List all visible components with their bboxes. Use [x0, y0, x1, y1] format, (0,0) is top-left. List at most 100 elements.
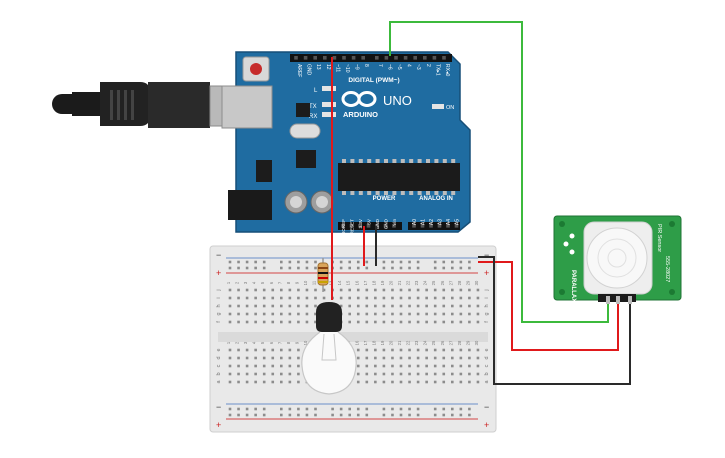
breadboard-hole[interactable]: [451, 320, 454, 324]
breadboard-hole[interactable]: [280, 364, 283, 368]
breadboard-hole[interactable]: [391, 260, 394, 264]
breadboard-hole[interactable]: [314, 407, 317, 411]
breadboard-hole[interactable]: [468, 312, 471, 316]
breadboard-hole[interactable]: [314, 296, 317, 300]
breadboard-hole[interactable]: [288, 320, 292, 324]
breadboard-hole[interactable]: [391, 312, 394, 316]
breadboard-hole[interactable]: [476, 380, 480, 384]
breadboard-hole[interactable]: [245, 312, 249, 316]
breadboard-hole[interactable]: [356, 364, 360, 368]
breadboard-hole[interactable]: [237, 266, 240, 270]
analog-pin-hole[interactable]: [437, 224, 442, 228]
breadboard-hole[interactable]: [391, 266, 394, 270]
breadboard-hole[interactable]: [433, 288, 437, 292]
digital-pin-hole[interactable]: [403, 56, 408, 60]
breadboard-hole[interactable]: [245, 380, 249, 384]
breadboard-hole[interactable]: [382, 407, 386, 411]
breadboard-hole[interactable]: [237, 413, 240, 417]
breadboard-hole[interactable]: [297, 380, 300, 384]
breadboard-hole[interactable]: [425, 348, 428, 352]
breadboard-hole[interactable]: [280, 266, 283, 270]
breadboard-hole[interactable]: [305, 312, 309, 316]
breadboard-hole[interactable]: [305, 320, 309, 324]
breadboard-hole[interactable]: [416, 413, 420, 417]
breadboard-hole[interactable]: [288, 304, 292, 308]
breadboard-hole[interactable]: [254, 407, 257, 411]
breadboard-hole[interactable]: [416, 380, 420, 384]
breadboard-hole[interactable]: [425, 288, 428, 292]
digital-pin-hole[interactable]: [423, 56, 427, 60]
usb-cable[interactable]: [52, 82, 235, 128]
breadboard-hole[interactable]: [468, 296, 471, 300]
breadboard-hole[interactable]: [416, 266, 420, 270]
breadboard-hole[interactable]: [245, 320, 249, 324]
breadboard-hole[interactable]: [348, 320, 351, 324]
digital-pin-hole[interactable]: [303, 56, 308, 60]
digital-pin-hole[interactable]: [375, 56, 379, 60]
breadboard-hole[interactable]: [356, 312, 360, 316]
digital-pin-hole[interactable]: [432, 56, 437, 60]
breadboard-hole[interactable]: [245, 356, 249, 360]
breadboard-hole[interactable]: [288, 260, 292, 264]
breadboard-hole[interactable]: [442, 266, 446, 270]
breadboard-hole[interactable]: [271, 372, 275, 376]
breadboard-hole[interactable]: [416, 348, 420, 352]
breadboard-hole[interactable]: [254, 320, 257, 324]
breadboard-hole[interactable]: [288, 364, 292, 368]
breadboard-hole[interactable]: [280, 320, 283, 324]
breadboard-hole[interactable]: [433, 260, 437, 264]
breadboard-hole[interactable]: [442, 364, 446, 368]
breadboard-hole[interactable]: [459, 372, 463, 376]
breadboard-hole[interactable]: [356, 413, 360, 417]
breadboard-hole[interactable]: [348, 312, 351, 316]
breadboard-hole[interactable]: [254, 380, 257, 384]
breadboard-hole[interactable]: [356, 288, 360, 292]
breadboard-hole[interactable]: [228, 407, 232, 411]
breadboard-hole[interactable]: [348, 288, 351, 292]
power-pin-hole[interactable]: [349, 224, 354, 228]
breadboard-hole[interactable]: [416, 356, 420, 360]
breadboard-hole[interactable]: [425, 312, 428, 316]
breadboard-hole[interactable]: [297, 288, 300, 292]
breadboard-hole[interactable]: [374, 348, 377, 352]
breadboard-hole[interactable]: [391, 320, 394, 324]
breadboard-hole[interactable]: [442, 288, 446, 292]
breadboard-hole[interactable]: [399, 312, 403, 316]
breadboard-hole[interactable]: [237, 288, 240, 292]
breadboard-hole[interactable]: [348, 413, 351, 417]
breadboard-hole[interactable]: [262, 380, 266, 384]
breadboard-hole[interactable]: [262, 260, 266, 264]
breadboard-hole[interactable]: [399, 407, 403, 411]
breadboard-hole[interactable]: [280, 413, 283, 417]
breadboard-hole[interactable]: [459, 413, 463, 417]
breadboard-hole[interactable]: [425, 372, 428, 376]
breadboard-hole[interactable]: [305, 413, 309, 417]
breadboard-hole[interactable]: [228, 364, 232, 368]
breadboard-hole[interactable]: [459, 266, 463, 270]
breadboard-hole[interactable]: [459, 407, 463, 411]
breadboard-hole[interactable]: [339, 296, 343, 300]
breadboard-hole[interactable]: [365, 288, 369, 292]
analog-pin-hole[interactable]: [412, 224, 416, 228]
breadboard[interactable]: − + − + − + − + 112233445566778899101011…: [209, 245, 497, 433]
breadboard-hole[interactable]: [391, 304, 394, 308]
breadboard-hole[interactable]: [399, 413, 403, 417]
breadboard-hole[interactable]: [254, 266, 257, 270]
breadboard-hole[interactable]: [442, 356, 446, 360]
breadboard-hole[interactable]: [391, 356, 394, 360]
breadboard-hole[interactable]: [476, 320, 480, 324]
power-pin-hole[interactable]: [341, 224, 345, 228]
breadboard-hole[interactable]: [425, 296, 428, 300]
breadboard-hole[interactable]: [245, 372, 249, 376]
breadboard-hole[interactable]: [408, 260, 411, 264]
breadboard-hole[interactable]: [433, 356, 437, 360]
breadboard-hole[interactable]: [451, 260, 454, 264]
breadboard-hole[interactable]: [476, 364, 480, 368]
breadboard-hole[interactable]: [399, 380, 403, 384]
breadboard-hole[interactable]: [262, 413, 266, 417]
ground-wire-rail-to-pir[interactable]: [478, 256, 631, 385]
breadboard-hole[interactable]: [442, 296, 446, 300]
power-pin-hole[interactable]: [358, 224, 362, 228]
breadboard-hole[interactable]: [408, 372, 411, 376]
breadboard-hole[interactable]: [425, 356, 428, 360]
